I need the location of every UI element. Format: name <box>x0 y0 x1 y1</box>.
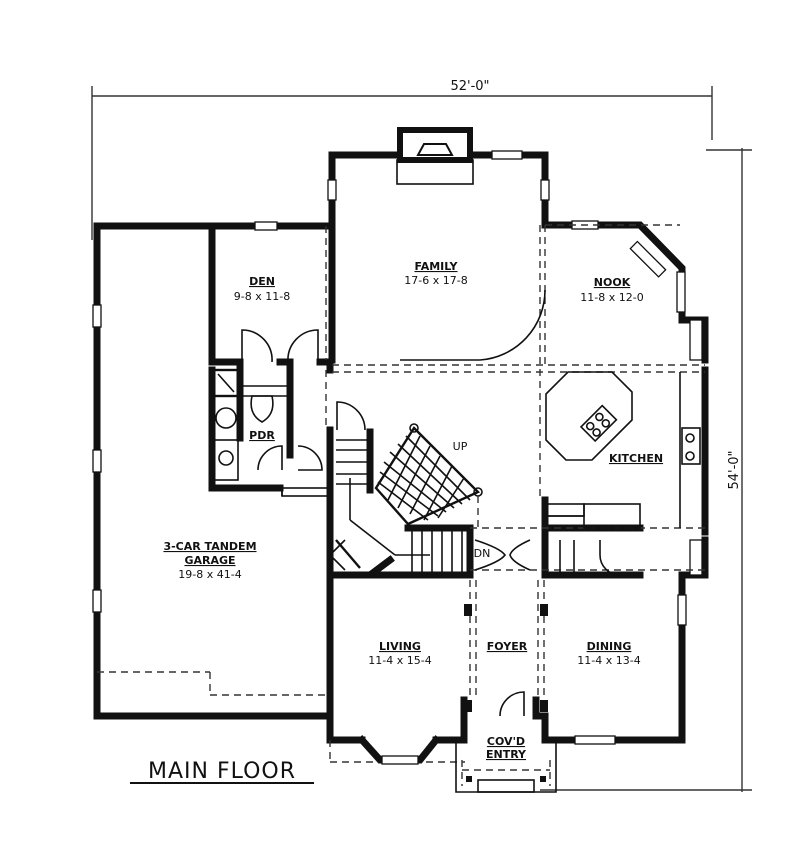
covered-entry-porch <box>455 740 557 793</box>
ledge <box>281 487 331 497</box>
room-label-kitchen: KITCHEN <box>609 452 663 465</box>
windows <box>92 150 703 745</box>
overall-width-dimension: 52'-0" <box>450 79 489 94</box>
closet-door <box>336 401 366 431</box>
staircase <box>328 423 531 575</box>
room-size-dining: 11-4 x 13-4 <box>577 654 640 667</box>
room-size-garage: 19-8 x 41-4 <box>178 568 241 581</box>
room-size-nook: 11-8 x 12-0 <box>580 291 643 304</box>
fireplace <box>396 127 474 185</box>
den-doors <box>241 329 319 363</box>
family-nook-opening <box>400 289 546 361</box>
foyer-columns <box>464 604 548 782</box>
room-label-garage-line1: 3-CAR TANDEM <box>163 540 256 553</box>
stairs-down-label: DN <box>474 547 491 560</box>
room-label-living: LIVING <box>379 640 421 653</box>
room-label-garage-line2: GARAGE <box>184 554 235 567</box>
room-divider-lines <box>97 224 705 763</box>
room-label-den: DEN <box>249 275 275 288</box>
interior-walls <box>208 222 644 579</box>
powder-room-fixtures <box>212 368 323 481</box>
room-label-entry-line2: ENTRY <box>486 748 527 761</box>
kitchen-fixtures <box>545 371 701 576</box>
room-label-dining: DINING <box>587 640 632 653</box>
room-size-den: 9-8 x 11-8 <box>234 290 290 303</box>
room-label-foyer: FOYER <box>487 640 528 653</box>
dimension-lines <box>91 86 752 792</box>
room-labels: FAMILY 17-6 x 17-8 DEN 9-8 x 11-8 NOOK 1… <box>163 260 663 761</box>
living-bay-window <box>357 735 441 765</box>
room-label-family: FAMILY <box>414 260 458 273</box>
room-size-family: 17-6 x 17-8 <box>404 274 467 287</box>
stairs-up-label: UP <box>453 440 468 453</box>
room-label-nook: NOOK <box>594 276 631 289</box>
plan-title: MAIN FLOOR <box>148 759 296 784</box>
room-size-living: 11-4 x 15-4 <box>368 654 431 667</box>
room-label-pdr: PDR <box>249 429 275 442</box>
room-label-entry-line1: COV'D <box>487 735 525 748</box>
overall-depth-dimension: 54'-0" <box>727 450 742 489</box>
front-door <box>499 691 525 717</box>
